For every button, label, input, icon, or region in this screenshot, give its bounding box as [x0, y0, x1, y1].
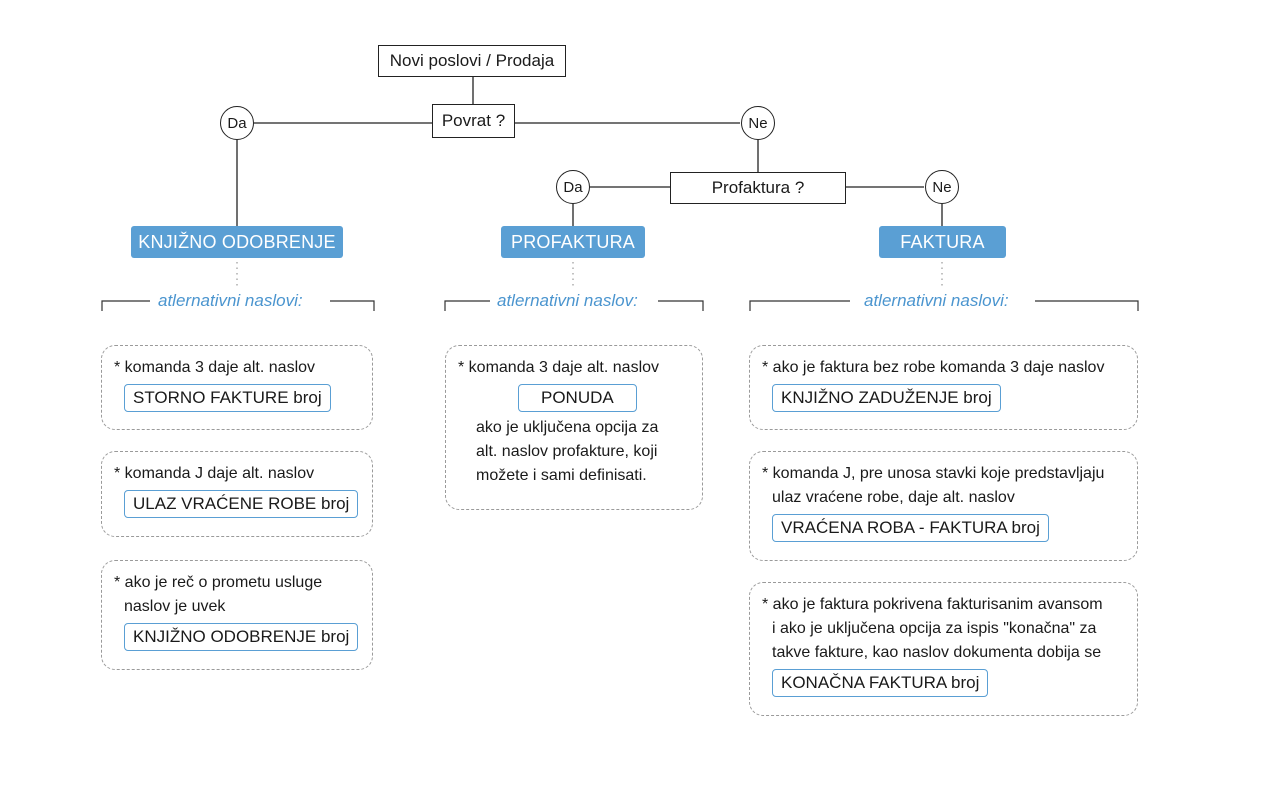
note-text: i ako je uključena opcija za ispis "kona…: [772, 620, 1097, 637]
alt-header-faktura: atlernativni naslovi:: [864, 291, 1009, 310]
note-knjizno-komanda-3: * komanda 3 daje alt. naslov STORNO FAKT…: [101, 345, 373, 430]
alt-title-tag: KONAČNA FAKTURA broj: [772, 669, 989, 697]
note-text: * ako je faktura bez robe komanda 3 daje…: [762, 359, 1105, 376]
note-text: * komanda 3 daje alt. naslov: [114, 359, 316, 376]
note-knjizno-komanda-j: * komanda J daje alt. naslov ULAZ VRAĆEN…: [101, 451, 373, 537]
q1-yes-circle: Da: [220, 106, 254, 140]
note-text: možete i sami definisati.: [476, 467, 647, 484]
alt-title-tag: KNJIŽNO ODOBRENJE broj: [124, 623, 359, 651]
alt-header-knjizno: atlernativni naslovi:: [158, 291, 303, 310]
alt-title-tag: VRAĆENA ROBA - FAKTURA broj: [772, 514, 1049, 542]
note-text: ulaz vraćene robe, daje alt. naslov: [772, 489, 1015, 506]
note-profaktura: * komanda 3 daje alt. naslov PONUDA ako …: [445, 345, 703, 510]
question-profaktura: Profaktura ?: [670, 172, 846, 204]
result-profaktura: PROFAKTURA: [501, 226, 645, 258]
note-knjizno-usluge: * ako je reč o prometu usluge naslov je …: [101, 560, 373, 670]
note-text: ako je uključena opcija za: [476, 419, 659, 436]
note-text: takve fakture, kao naslov dokumenta dobi…: [772, 644, 1102, 661]
q2-no-circle: Ne: [925, 170, 959, 204]
alt-title-tag: ULAZ VRAĆENE ROBE broj: [124, 490, 359, 518]
bracket-faktura-right: [1035, 300, 1139, 311]
note-text: naslov je uvek: [124, 598, 226, 615]
note-faktura-bez-robe: * ako je faktura bez robe komanda 3 daje…: [749, 345, 1138, 430]
result-faktura: FAKTURA: [879, 226, 1006, 258]
note-text: * komanda J daje alt. naslov: [114, 465, 315, 482]
root-node: Novi poslovi / Prodaja: [378, 45, 566, 77]
note-text: * komanda 3 daje alt. naslov: [458, 359, 660, 376]
note-text: * ako je reč o prometu usluge: [114, 574, 323, 591]
note-faktura-avans: * ako je faktura pokrivena fakturisanim …: [749, 582, 1138, 716]
bracket-knjizno-right: [330, 300, 375, 311]
bracket-profaktura-left: [444, 300, 490, 311]
alt-title-tag: STORNO FAKTURE broj: [124, 384, 331, 412]
note-text: alt. naslov profakture, koji: [476, 443, 658, 460]
question-povrat: Povrat ?: [432, 104, 515, 138]
bracket-profaktura-right: [658, 300, 704, 311]
note-text: * komanda J, pre unosa stavki koje preds…: [762, 465, 1105, 482]
q2-yes-circle: Da: [556, 170, 590, 204]
note-faktura-komanda-j: * komanda J, pre unosa stavki koje preds…: [749, 451, 1138, 561]
note-text: * ako je faktura pokrivena fakturisanim …: [762, 596, 1103, 613]
bracket-faktura-left: [749, 300, 850, 311]
bracket-knjizno-left: [101, 300, 150, 311]
q1-no-circle: Ne: [741, 106, 775, 140]
alt-header-profaktura: atlernativni naslov:: [497, 291, 638, 310]
result-knjizno-odobrenje: KNJIŽNO ODOBRENJE: [131, 226, 343, 258]
alt-title-tag: PONUDA: [518, 384, 637, 412]
alt-title-tag: KNJIŽNO ZADUŽENJE broj: [772, 384, 1001, 412]
